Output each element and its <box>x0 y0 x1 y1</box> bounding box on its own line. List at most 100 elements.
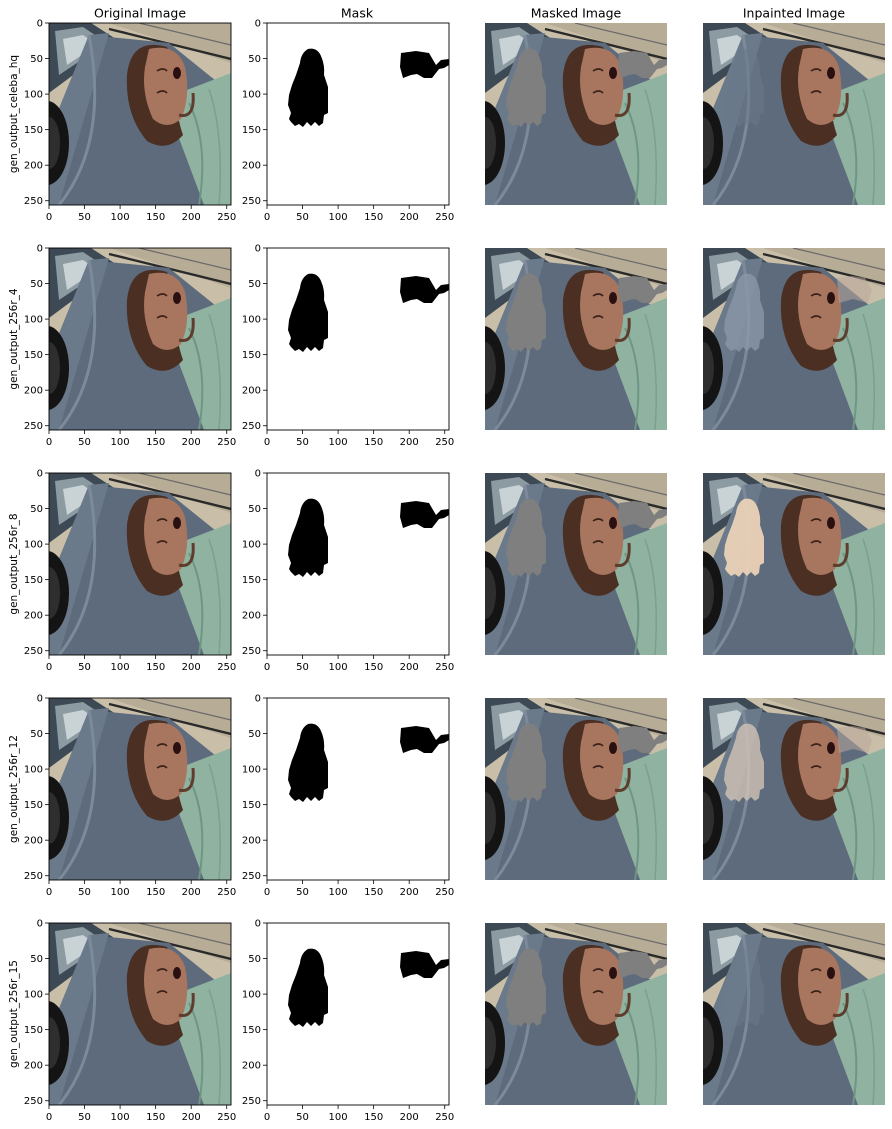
y-tick-label: 50 <box>248 279 261 290</box>
inpainted-region <box>724 948 764 1027</box>
y-tick-label: 250 <box>24 421 43 432</box>
y-tick-label: 0 <box>37 919 43 930</box>
y-tick-label: 250 <box>242 646 261 657</box>
x-tick-label: 0 <box>264 887 270 898</box>
x-tick-label: 150 <box>146 887 165 898</box>
column-title-mask: Mask <box>341 6 374 21</box>
y-tick-label: 150 <box>24 125 43 136</box>
x-tick-label: 0 <box>46 887 52 898</box>
x-tick-label: 0 <box>264 1112 270 1123</box>
column-title-inpainted: Inpainted Image <box>743 6 846 21</box>
x-tick-label: 0 <box>46 437 52 448</box>
y-tick-label: 50 <box>30 54 43 65</box>
axes-frame <box>266 22 450 206</box>
masked-image <box>485 698 667 880</box>
y-tick-label: 50 <box>248 729 261 740</box>
x-tick-label: 50 <box>78 212 91 223</box>
original-image <box>49 473 231 655</box>
y-tick-label: 250 <box>242 196 261 207</box>
x-tick-label: 50 <box>78 887 91 898</box>
mask-image <box>267 23 449 205</box>
inpainted-image <box>703 923 885 1105</box>
axes-frame <box>266 472 450 656</box>
y-tick-label: 250 <box>242 421 261 432</box>
y-tick-label: 100 <box>242 90 261 101</box>
axes-frame <box>266 922 450 1106</box>
inpainted-region <box>724 723 764 802</box>
masked-image <box>485 23 667 205</box>
axes-frame <box>48 247 232 431</box>
row-label: gen_output_celeba_hq <box>8 55 20 173</box>
original-image <box>49 248 231 430</box>
x-tick-label: 100 <box>329 212 348 223</box>
x-tick-label: 250 <box>435 212 454 223</box>
y-tick-label: 0 <box>37 469 43 480</box>
y-tick-label: 0 <box>37 694 43 705</box>
x-tick-label: 50 <box>296 662 309 673</box>
inpainted-region <box>724 498 764 577</box>
y-tick-label: 0 <box>255 19 261 30</box>
y-tick-label: 200 <box>24 1061 43 1072</box>
y-tick-label: 50 <box>30 504 43 515</box>
x-tick-label: 250 <box>435 437 454 448</box>
column-titles: Original Image Mask Masked Image Inpaint… <box>94 6 845 21</box>
x-tick-label: 200 <box>182 662 201 673</box>
figure-rows: gen_output_celeba_hq 0 0 50 50 100 100 150 150 20… <box>8 19 885 1123</box>
x-tick-label: 200 <box>182 212 201 223</box>
y-tick-label: 250 <box>242 1096 261 1107</box>
inpainted-image <box>703 698 885 880</box>
x-tick-label: 50 <box>78 662 91 673</box>
x-tick-label: 200 <box>400 212 419 223</box>
row-label: gen_output_256r_15 <box>8 960 20 1068</box>
y-tick-label: 0 <box>255 244 261 255</box>
y-tick-label: 0 <box>255 694 261 705</box>
x-tick-label: 100 <box>111 212 130 223</box>
x-tick-label: 50 <box>296 212 309 223</box>
y-tick-label: 150 <box>24 350 43 361</box>
row-label: gen_output_256r_12 <box>8 735 20 843</box>
x-tick-label: 100 <box>329 887 348 898</box>
x-tick-label: 100 <box>329 662 348 673</box>
y-tick-label: 200 <box>24 386 43 397</box>
y-tick-label: 0 <box>37 19 43 30</box>
column-title-original: Original Image <box>94 6 186 21</box>
row-label: gen_output_256r_8 <box>8 513 20 614</box>
axes-frame <box>48 697 232 881</box>
x-tick-label: 250 <box>217 662 236 673</box>
y-tick-label: 50 <box>30 954 43 965</box>
axes-frame <box>266 247 450 431</box>
y-tick-label: 0 <box>37 244 43 255</box>
figure-row: gen_output_celeba_hq 0 0 50 50 100 100 150 150 20… <box>8 19 885 223</box>
x-tick-label: 200 <box>182 437 201 448</box>
x-tick-label: 50 <box>296 437 309 448</box>
x-tick-label: 0 <box>46 212 52 223</box>
y-tick-label: 200 <box>24 836 43 847</box>
x-tick-label: 150 <box>364 437 383 448</box>
inpainted-image <box>703 23 885 205</box>
x-tick-label: 150 <box>146 212 165 223</box>
y-tick-label: 100 <box>242 315 261 326</box>
x-tick-label: 150 <box>146 662 165 673</box>
axes-frame <box>266 697 450 881</box>
x-tick-label: 0 <box>264 437 270 448</box>
y-tick-label: 150 <box>242 800 261 811</box>
figure-row: gen_output_256r_400505010010015015020020… <box>8 244 885 448</box>
x-tick-label: 100 <box>111 437 130 448</box>
x-tick-label: 50 <box>296 1112 309 1123</box>
figure-row: gen_output_256r_800505010010015015020020… <box>8 469 885 673</box>
y-tick-label: 200 <box>24 611 43 622</box>
x-tick-label: 0 <box>46 1112 52 1123</box>
y-tick-label: 150 <box>24 1025 43 1036</box>
y-tick-label: 100 <box>24 90 43 101</box>
y-tick-label: 250 <box>24 871 43 882</box>
x-tick-label: 150 <box>146 1112 165 1123</box>
y-tick-label: 100 <box>242 990 261 1001</box>
y-tick-label: 150 <box>242 1025 261 1036</box>
x-tick-label: 200 <box>400 662 419 673</box>
y-tick-label: 100 <box>242 540 261 551</box>
y-tick-label: 50 <box>30 729 43 740</box>
x-tick-label: 250 <box>217 887 236 898</box>
x-tick-label: 150 <box>364 1112 383 1123</box>
mask-image <box>267 923 449 1105</box>
